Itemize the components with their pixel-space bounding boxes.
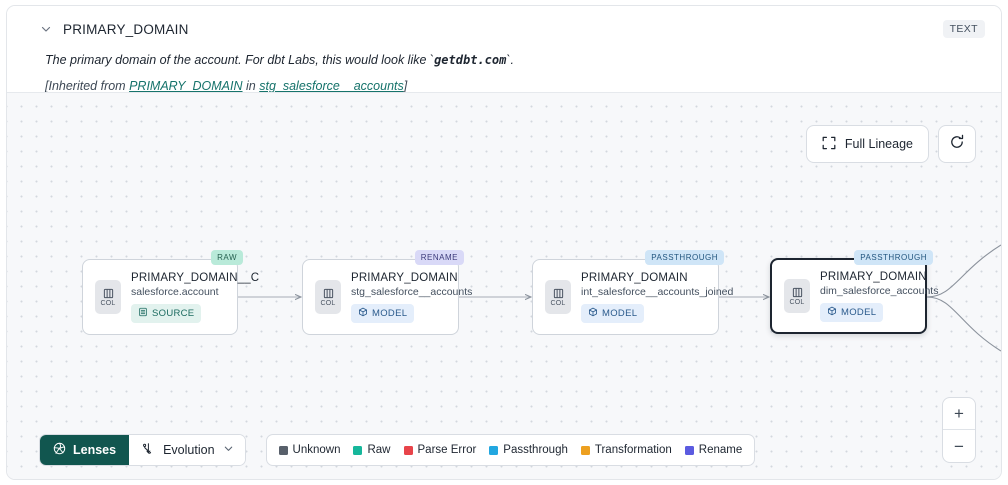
evolution-label: Evolution	[163, 443, 215, 457]
legend-item: Raw	[353, 444, 391, 456]
inherited-column-link[interactable]: PRIMARY_DOMAIN	[129, 79, 243, 93]
title-row: PRIMARY_DOMAIN	[23, 18, 985, 40]
lenses-label: Lenses	[73, 443, 117, 457]
lineage-legend: Unknown Raw Parse Error Passthrough	[265, 434, 756, 466]
node-body: PRIMARY_DOMAIN int_salesforce__accounts_…	[581, 272, 733, 323]
zoom-out-button[interactable]: −	[954, 436, 964, 456]
lens-control-group: Lenses Evolution	[39, 434, 246, 466]
header-divider	[7, 92, 1001, 93]
legend-label: Parse Error	[417, 444, 477, 456]
node-kind-badge: MODEL	[581, 303, 645, 323]
canvas-bottom-bar: Lenses Evolution	[39, 434, 756, 466]
cube-icon	[358, 307, 368, 320]
lineage-node[interactable]: PASSTHROUGH COL PRIMARY_DOMAIN int_sales…	[532, 250, 733, 335]
column-icon: COL	[315, 280, 341, 314]
legend-swatch	[580, 445, 590, 455]
description-suffix: `.	[506, 53, 514, 67]
node-kind-badge: MODEL	[820, 302, 884, 322]
expand-icon	[822, 136, 836, 153]
lineage-node[interactable]: RAW COL PRIMARY_DOMAIN__C salesforce.acc…	[82, 250, 259, 335]
lenses-button[interactable]: Lenses	[40, 435, 130, 465]
node-body: PRIMARY_DOMAIN stg_salesforce__accounts …	[351, 272, 472, 323]
inherited-mid: in	[242, 79, 260, 93]
full-lineage-label: Full Lineage	[844, 137, 913, 151]
evolution-dropdown[interactable]: Evolution	[129, 435, 245, 465]
column-icon: COL	[545, 280, 571, 314]
zoom-controls: + −	[942, 397, 976, 463]
chevron-down-icon	[223, 443, 234, 457]
legend-label: Unknown	[292, 444, 341, 456]
column-icon-label: COL	[550, 299, 566, 307]
legend-swatch	[278, 445, 288, 455]
node-subtitle: int_salesforce__accounts_joined	[581, 285, 734, 298]
refresh-icon	[949, 134, 965, 155]
legend-item: Passthrough	[489, 444, 568, 456]
legend-swatch	[403, 445, 413, 455]
column-icon: COL	[784, 279, 810, 313]
node-kind-label: MODEL	[372, 307, 408, 319]
node-kind-label: SOURCE	[152, 307, 195, 319]
legend-label: Transformation	[594, 444, 672, 456]
column-detail-card: PRIMARY_DOMAIN TEXT The primary domain o…	[6, 5, 1002, 480]
node-tag: PASSTHROUGH	[645, 250, 724, 265]
zoom-in-button[interactable]: +	[943, 398, 975, 430]
node-name: PRIMARY_DOMAIN	[351, 271, 458, 284]
node-tag: RENAME	[414, 250, 464, 265]
node-kind-badge: MODEL	[351, 303, 415, 323]
node-tag: RAW	[211, 250, 243, 265]
inherited-suffix: ]	[403, 79, 408, 93]
full-lineage-button[interactable]: Full Lineage	[805, 125, 929, 163]
cube-icon	[827, 306, 837, 319]
node-name: PRIMARY_DOMAIN__C	[131, 271, 260, 284]
node-kind-badge: SOURCE	[131, 303, 202, 323]
legend-swatch	[489, 445, 499, 455]
legend-item: Unknown	[278, 444, 341, 456]
legend-swatch	[684, 445, 694, 455]
lineage-node[interactable]: RENAME COL PRIMARY_DOMAIN stg_salesforce…	[302, 250, 472, 335]
node-subtitle: dim_salesforce_accounts	[820, 284, 939, 297]
node-kind-label: MODEL	[841, 306, 877, 318]
node-kind-label: MODEL	[602, 307, 638, 319]
inherited-note: [Inherited from PRIMARY_DOMAIN in stg_sa…	[45, 78, 985, 94]
column-icon: COL	[95, 280, 121, 314]
legend-item: Rename	[684, 444, 743, 456]
column-icon-label: COL	[100, 299, 116, 307]
aperture-icon	[53, 442, 66, 458]
card-header: PRIMARY_DOMAIN TEXT The primary domain o…	[7, 6, 1001, 94]
type-badge: TEXT	[942, 20, 985, 38]
legend-label: Rename	[698, 444, 743, 456]
node-name: PRIMARY_DOMAIN	[581, 271, 688, 284]
inherited-prefix: [Inherited from	[45, 79, 130, 93]
description-prefix: The primary domain of the account. For d…	[45, 53, 435, 67]
legend-item: Transformation	[580, 444, 672, 456]
legend-swatch	[353, 445, 363, 455]
node-tag: PASSTHROUGH	[854, 250, 933, 265]
chevron-down-icon[interactable]	[38, 21, 54, 37]
flow-icon	[141, 442, 155, 459]
legend-item: Parse Error	[403, 444, 477, 456]
legend-label: Raw	[367, 444, 391, 456]
column-icon-label: COL	[789, 298, 805, 306]
lineage-node-selected[interactable]: PASSTHROUGH COL PRIMARY_DOMAIN dim_sales…	[770, 250, 938, 334]
node-body: PRIMARY_DOMAIN dim_salesforce_accounts M…	[820, 271, 938, 322]
column-description: The primary domain of the account. For d…	[45, 52, 985, 69]
description-code: getdbt.com	[434, 53, 507, 67]
node-subtitle: salesforce.account	[131, 285, 219, 298]
node-body: PRIMARY_DOMAIN__C salesforce.account SOU…	[131, 272, 259, 323]
node-subtitle: stg_salesforce__accounts	[351, 285, 473, 298]
lineage-canvas[interactable]: Full Lineage RAW	[7, 93, 1001, 479]
legend-label: Passthrough	[503, 444, 568, 456]
inherited-model-link[interactable]: stg_salesforce__accounts	[259, 79, 404, 93]
cube-icon	[588, 307, 598, 320]
column-icon-label: COL	[320, 299, 336, 307]
node-name: PRIMARY_DOMAIN	[820, 270, 927, 283]
canvas-top-controls: Full Lineage	[805, 125, 976, 163]
refresh-button[interactable]	[938, 125, 976, 163]
page-title: PRIMARY_DOMAIN	[63, 21, 189, 37]
database-icon	[138, 307, 148, 320]
